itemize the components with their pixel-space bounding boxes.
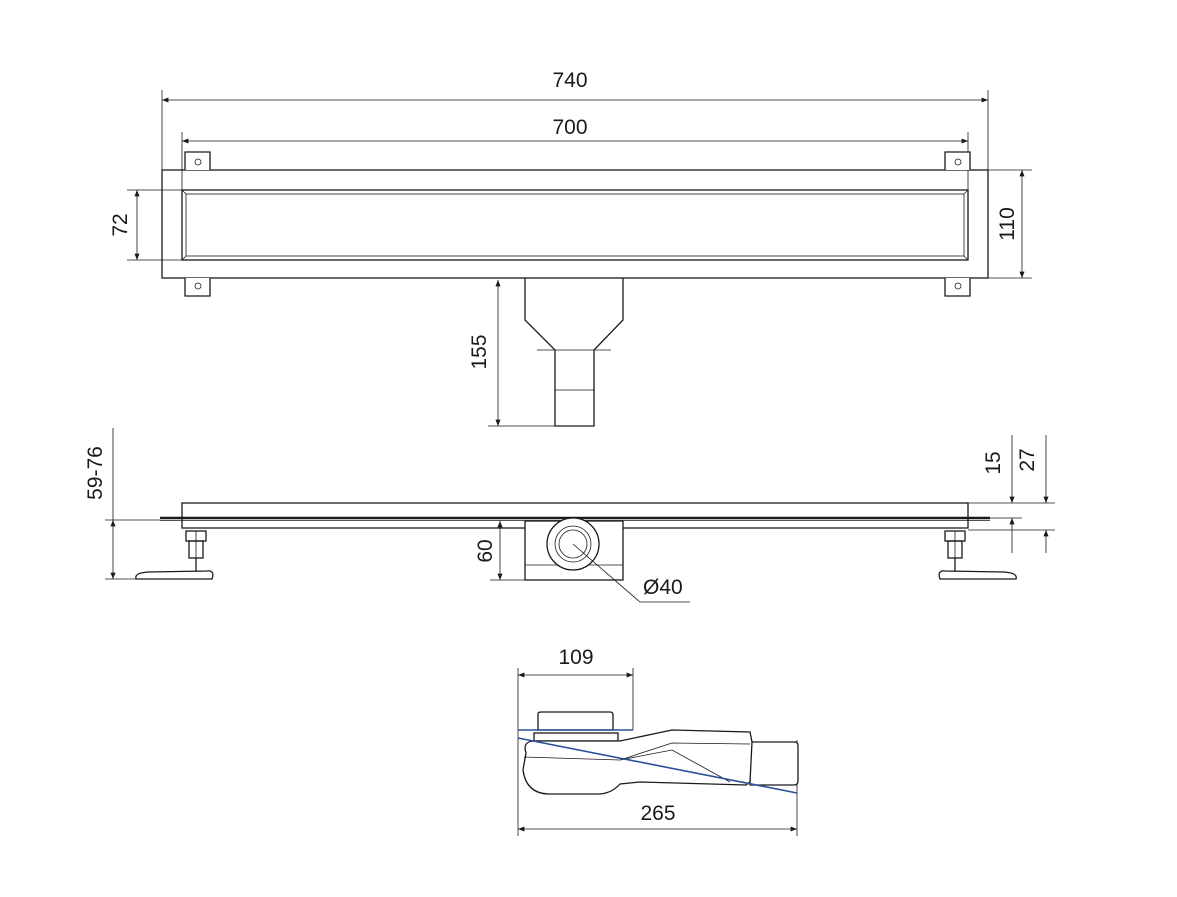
dim-label-diameter-40: Ø40 (643, 576, 683, 599)
channel-outline (161, 169, 989, 279)
mounting-brackets (184, 151, 971, 297)
outlet-outline (524, 278, 624, 427)
dim-label-155: 155 (468, 334, 491, 369)
side-view: Ø40 59-76 60 15 27 (84, 428, 1055, 603)
top-view: 740 700 72 110 155 (109, 69, 1032, 427)
siphon-outlet-pipe (749, 741, 799, 786)
dim-label-60: 60 (474, 539, 497, 562)
dim-label-27: 27 (1016, 448, 1039, 471)
dim-label-265: 265 (640, 802, 675, 825)
dim-label-109: 109 (558, 646, 593, 669)
siphon-cap (537, 711, 614, 731)
dim-label-59-76: 59-76 (84, 446, 107, 500)
dim-label-110: 110 (996, 207, 1019, 240)
siphon-view: 109 265 (517, 646, 799, 836)
grate-outline (181, 189, 969, 261)
dim-label-700: 700 (552, 116, 587, 139)
dim-label-72: 72 (109, 213, 132, 236)
dim-label-15: 15 (982, 451, 1005, 474)
adjustable-feet (135, 530, 1017, 580)
dim-label-740: 740 (552, 69, 587, 92)
